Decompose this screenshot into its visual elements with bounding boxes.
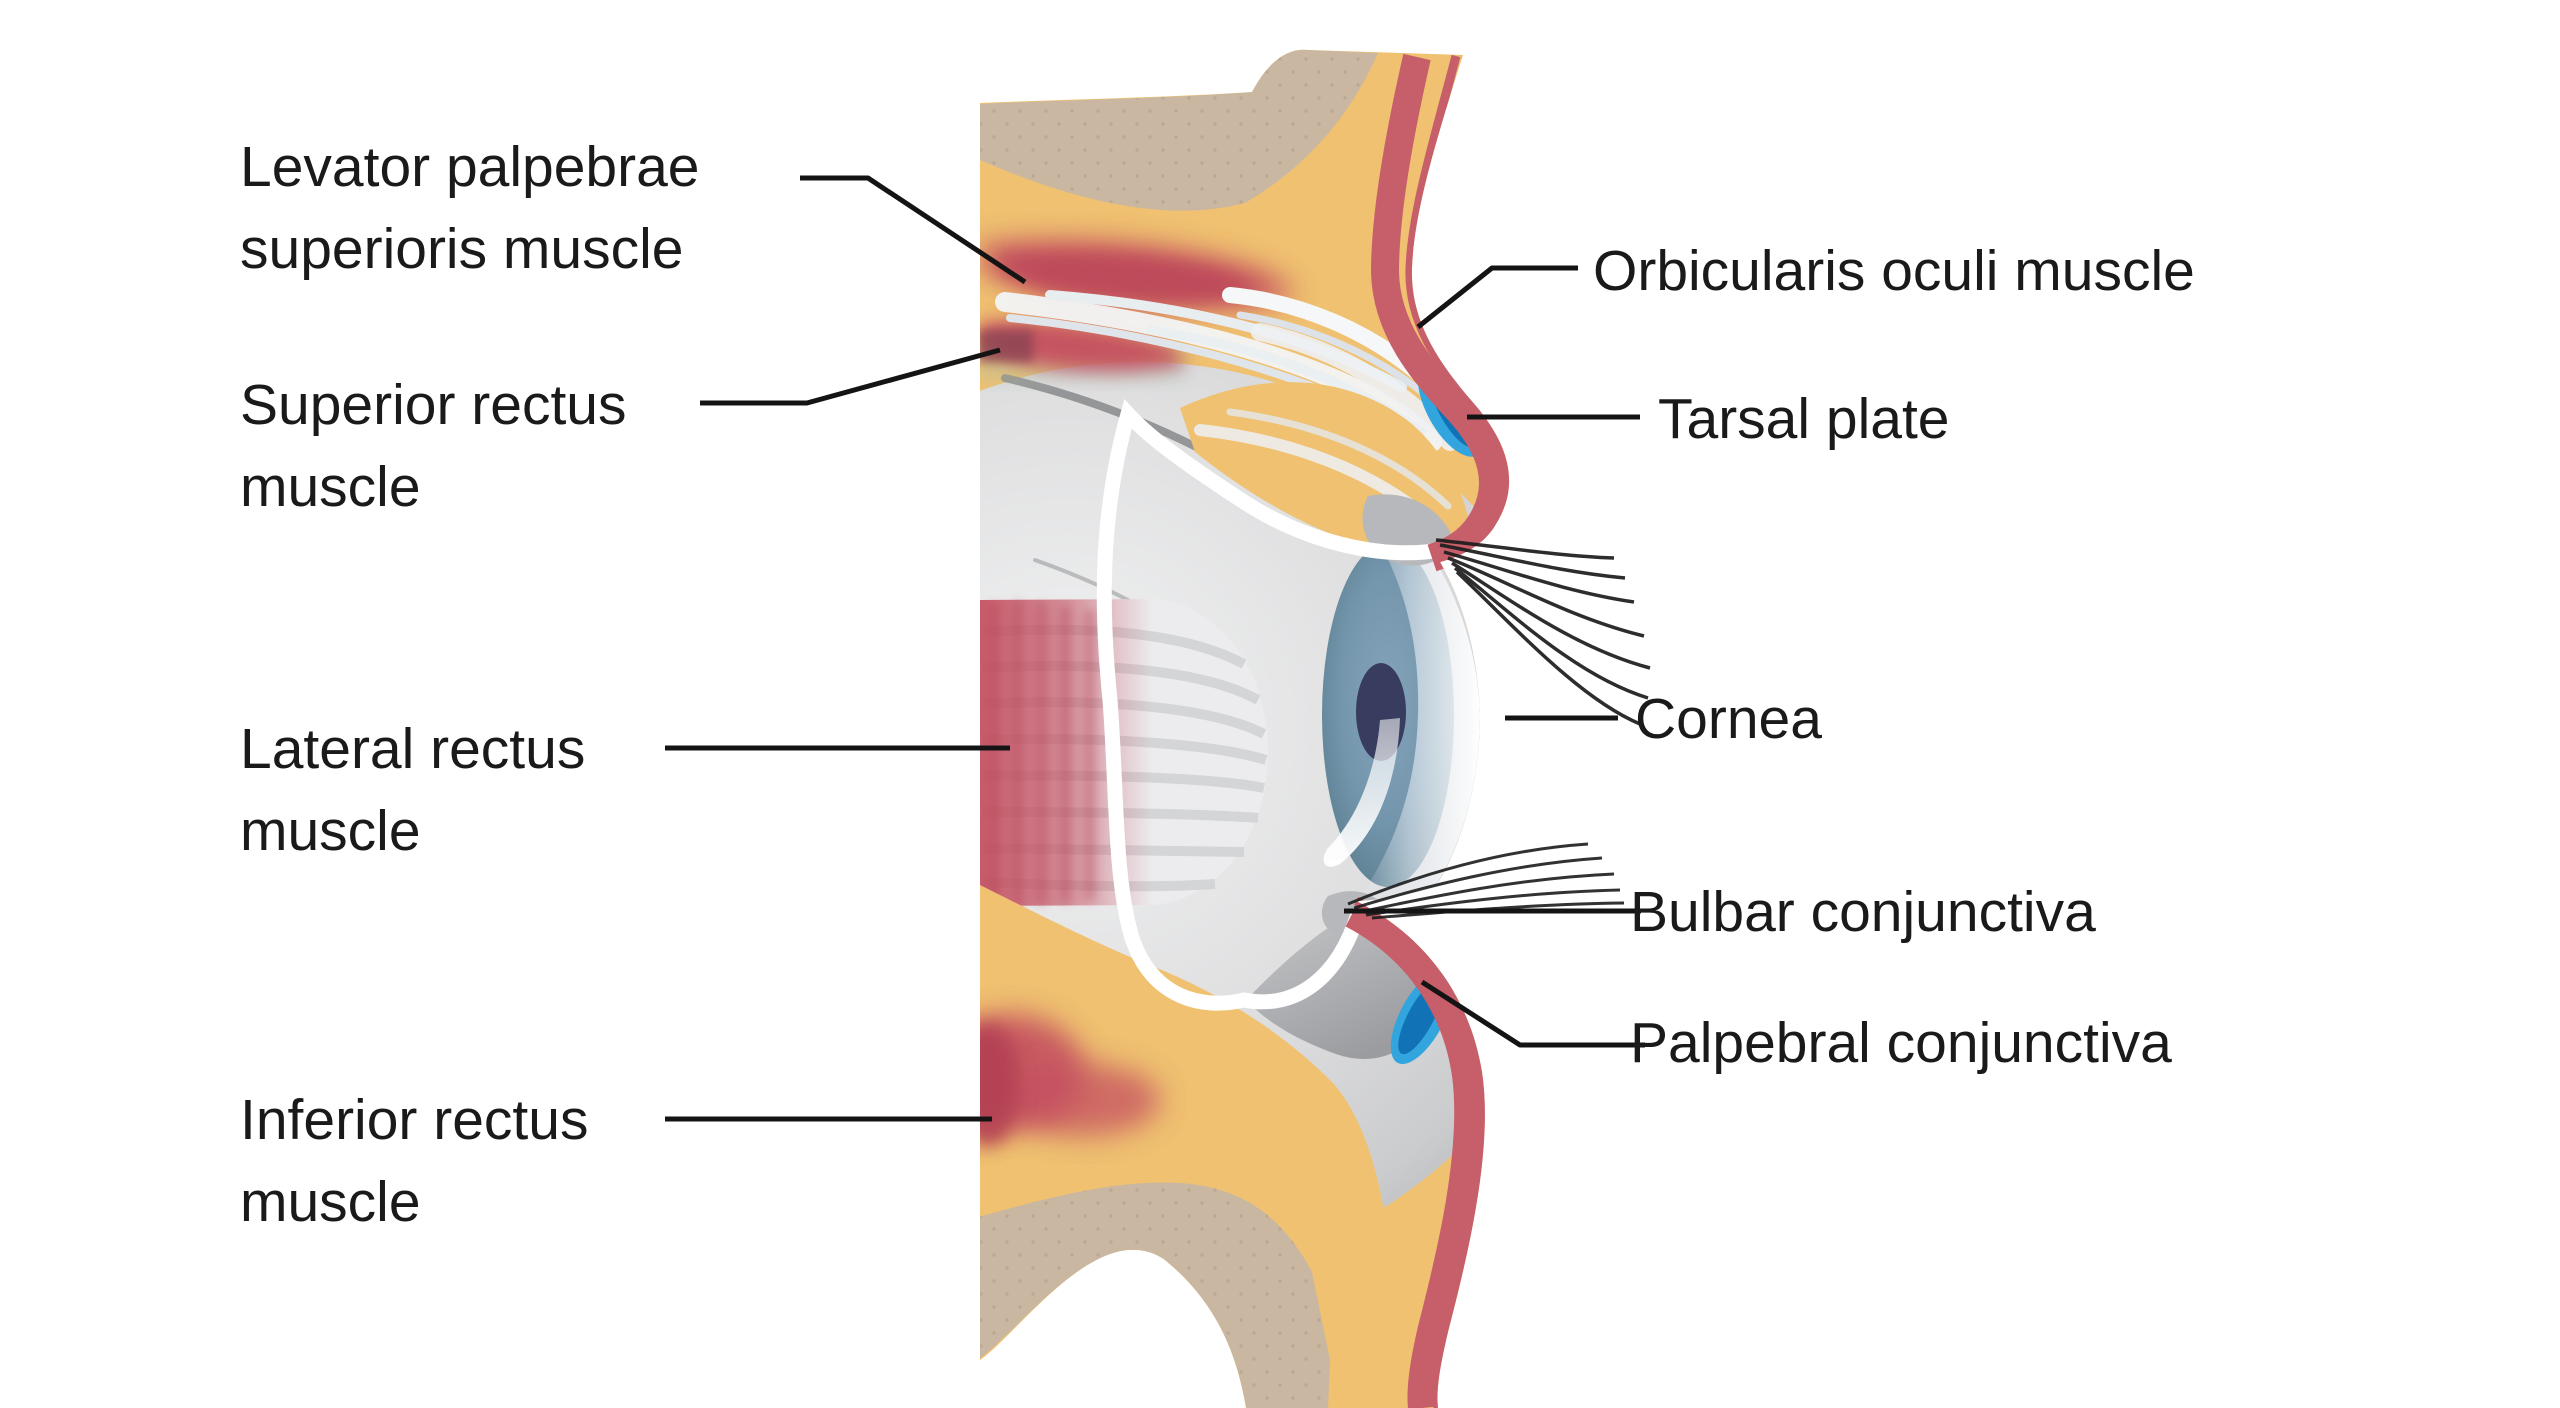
label-superior-rectus-line1: Superior rectus xyxy=(240,373,627,437)
label-lateral-rectus-line2: muscle xyxy=(240,799,421,863)
label-lateral-rectus-line1: Lateral rectus xyxy=(240,717,585,781)
label-levator-line2: superioris muscle xyxy=(240,217,683,281)
levator-muscle-core xyxy=(1000,254,1256,302)
upper-eyelashes xyxy=(1435,538,1651,726)
label-tarsal-plate: Tarsal plate xyxy=(1658,387,1950,451)
lens-highlight xyxy=(1323,718,1400,867)
leader-levator xyxy=(800,175,1027,285)
inferior-rectus-muscle xyxy=(980,1014,1160,1147)
leader-lines xyxy=(665,175,1645,1122)
cornea-dome xyxy=(1356,543,1480,903)
leader-superior-rectus xyxy=(700,347,1001,406)
label-levator-line1: Levator palpebrae xyxy=(240,135,700,199)
anatomy-illustration xyxy=(980,49,1651,1408)
upper-skin-dermis-band xyxy=(1370,53,1507,572)
leader-palpebral-conjunctiva xyxy=(1420,979,1645,1048)
label-inferior-rectus-line1: Inferior rectus xyxy=(240,1088,588,1152)
label-bulbar-conjunctiva: Bulbar conjunctiva xyxy=(1630,880,2096,944)
orbital-bone-bottom xyxy=(980,1182,1330,1408)
label-orbicularis: Orbicularis oculi muscle xyxy=(1593,239,2195,303)
conjunctiva-outline xyxy=(1096,398,1454,1011)
upper-skin-epidermis-line xyxy=(1405,54,1510,567)
lower-skin-dermis-band xyxy=(1345,901,1483,1408)
orbital-bone-top xyxy=(980,49,1378,211)
label-superior-rectus-line2: muscle xyxy=(240,455,421,519)
label-inferior-rectus-line2: muscle xyxy=(240,1170,421,1234)
skin-layers xyxy=(1345,53,1510,1408)
label-palpebral-conjunctiva: Palpebral conjunctiva xyxy=(1630,1011,2172,1075)
labels: Levator palpebrae superioris muscle Supe… xyxy=(240,135,2195,1234)
leader-orbicularis xyxy=(1416,265,1578,329)
lateral-rectus-muscle xyxy=(980,599,1268,906)
superior-rectus-dark-edge xyxy=(980,330,1033,362)
label-cornea: Cornea xyxy=(1635,687,1822,751)
lower-skin-epidermis-line xyxy=(1353,896,1490,1408)
